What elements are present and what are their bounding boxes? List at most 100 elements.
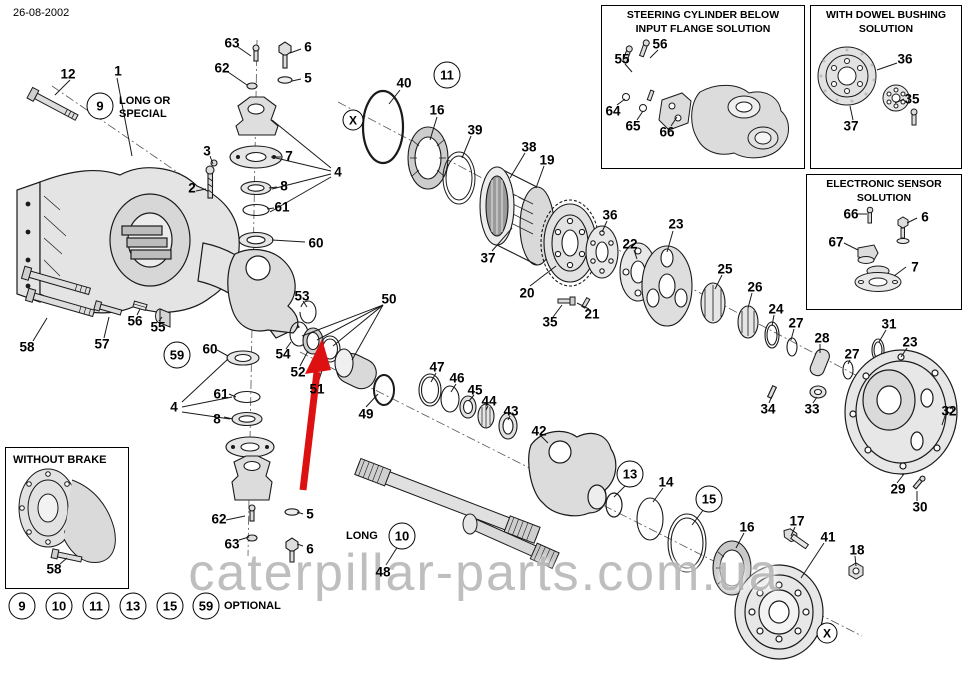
part-number-29: 29	[890, 481, 906, 497]
part-number-49: 49	[358, 406, 374, 422]
part-number-6: 6	[306, 541, 314, 557]
part-number-18: 18	[849, 542, 865, 558]
inset-dowel-art	[817, 46, 918, 126]
part-number-26: 26	[747, 279, 763, 295]
part-number-60: 60	[202, 341, 218, 357]
part-number-57: 57	[94, 336, 110, 352]
x-marker: X	[816, 622, 838, 644]
part-number-39: 39	[467, 122, 483, 138]
inset-dowel-bushing-solution: WITH DOWEL BUSHING SOLUTION	[810, 5, 962, 169]
part-number-37: 37	[843, 118, 859, 134]
part-number-36: 36	[897, 51, 913, 67]
part-number-62: 62	[211, 511, 227, 527]
inset-sensor-title: ELECTRONIC SENSOR SOLUTION	[826, 178, 942, 204]
part-number-19: 19	[539, 152, 555, 168]
part-number-43: 43	[503, 403, 519, 419]
part-number-4: 4	[334, 164, 342, 180]
inset-steering-title: STEERING CYLINDER BELOW INPUT FLANGE SOL…	[626, 9, 780, 35]
brake-drum-38	[479, 166, 555, 266]
circled-part-number-11: 11	[433, 61, 461, 89]
part-number-47: 47	[429, 359, 445, 375]
part-number-16: 16	[739, 519, 755, 535]
part-number-2: 2	[188, 180, 196, 196]
part-number-27: 27	[788, 315, 804, 331]
part-number-53: 53	[294, 288, 310, 304]
circled-part-number-13: 13	[119, 592, 147, 620]
axle-housing	[16, 167, 300, 339]
part-number-40: 40	[396, 75, 412, 91]
label-long: LONG	[346, 530, 378, 542]
part-number-36: 36	[602, 207, 618, 223]
circled-part-number-11: 11	[82, 592, 110, 620]
shaft-stub	[462, 513, 560, 570]
part-number-28: 28	[814, 330, 830, 346]
circled-part-number-13: 13	[616, 460, 644, 488]
date-stamp: 26-08-2002	[13, 7, 70, 19]
part-number-8: 8	[213, 411, 221, 427]
knuckle-42	[528, 430, 623, 518]
part-number-3: 3	[203, 143, 211, 159]
leader-lines	[32, 46, 946, 579]
circled-part-number-15: 15	[695, 485, 723, 513]
x-marker: X	[342, 109, 364, 131]
ring-gear-20	[540, 199, 600, 287]
label-long-or-special: LONG OR SPECIAL	[119, 95, 171, 121]
part-number-20: 20	[519, 285, 535, 301]
inset-without-brake-title: WITHOUT BRAKE	[13, 454, 107, 466]
part-number-67: 67	[828, 234, 844, 250]
part-number-61: 61	[274, 199, 290, 215]
part-number-42: 42	[531, 423, 547, 439]
disc-36	[585, 225, 619, 279]
ring-39	[442, 151, 476, 205]
part-number-30: 30	[912, 499, 928, 515]
oring-40	[361, 89, 405, 165]
rings-43-47	[418, 373, 518, 440]
circled-part-number-15: 15	[156, 592, 184, 620]
part-number-50: 50	[381, 291, 397, 307]
part-number-7: 7	[285, 148, 293, 164]
circled-part-number-59: 59	[163, 341, 191, 369]
part-number-27: 27	[844, 346, 860, 362]
circled-part-number-10: 10	[45, 592, 73, 620]
part-number-8: 8	[280, 178, 288, 194]
inset-dowel-title: WITH DOWEL BUSHING SOLUTION	[826, 9, 946, 35]
steering-knuckle-upper	[227, 248, 299, 334]
part-number-12: 12	[60, 66, 76, 82]
part-number-34: 34	[760, 401, 776, 417]
lower-knuckle-parts	[225, 350, 300, 563]
piston-49	[334, 348, 395, 406]
inset-without-brake: WITHOUT BRAKE	[5, 447, 129, 589]
part-number-32: 32	[941, 403, 957, 419]
part-number-41: 41	[820, 529, 836, 545]
carrier-plate-23	[641, 245, 693, 327]
circled-part-number-59: 59	[192, 592, 220, 620]
part-number-14: 14	[658, 474, 674, 490]
bolt-12	[26, 86, 79, 121]
part-number-35: 35	[904, 91, 920, 107]
part-number-1: 1	[114, 63, 122, 79]
part-number-55: 55	[614, 51, 630, 67]
rings-14-15-16	[636, 497, 752, 596]
inset-steering-art	[621, 39, 789, 159]
left-bolts-58	[20, 265, 171, 328]
part-number-6: 6	[304, 39, 312, 55]
part-number-25: 25	[717, 261, 733, 277]
part-number-56: 56	[127, 313, 143, 329]
part-number-64: 64	[605, 103, 621, 119]
part-number-4: 4	[170, 399, 178, 415]
inset-electronic-sensor-solution: ELECTRONIC SENSOR SOLUTION	[806, 174, 962, 310]
inset-brake-art	[18, 468, 116, 564]
part-number-63: 63	[224, 536, 240, 552]
part-number-62: 62	[214, 60, 230, 76]
part-number-35: 35	[542, 314, 558, 330]
axle-shaft-48	[354, 457, 541, 544]
part-number-17: 17	[789, 513, 805, 529]
part-number-16: 16	[429, 102, 445, 118]
part-number-45: 45	[467, 382, 483, 398]
part-number-46: 46	[449, 370, 465, 386]
part-number-63: 63	[224, 35, 240, 51]
bearing-16	[407, 126, 449, 190]
part-number-22: 22	[622, 236, 638, 252]
circled-part-number-10: 10	[388, 522, 416, 550]
